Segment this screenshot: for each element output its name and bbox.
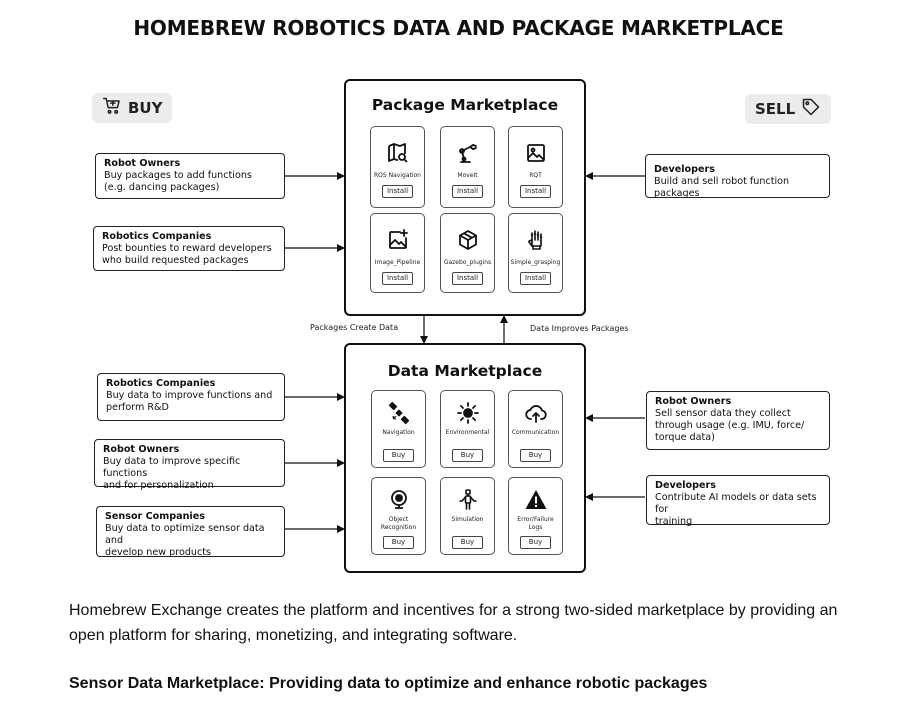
robot-arm-icon [441,141,494,165]
stakeholder-developers-data: Developers Contribute AI models or data … [646,475,830,527]
buy-button[interactable]: Buy [520,536,551,549]
stakeholder-robot-owners-data: Robot Owners Buy data to improve specifi… [94,439,285,491]
package-card-rqt: RQT Install [508,126,563,208]
price-tag-icon [801,97,821,121]
data-name: Environmental [445,429,490,436]
data-name: Object Recognition [380,516,417,531]
stakeholder-line: (e.g. dancing packages) [104,182,220,193]
stakeholder-line: Sell sensor data they collect [655,408,791,419]
webcam-icon [372,488,425,512]
stakeholder-heading: Developers [655,480,716,491]
data-name: Navigation [382,429,415,436]
sun-icon [441,401,494,425]
stakeholder-line: torque data) [655,432,715,443]
data-card-object-recognition: Object Recognition Buy [371,477,426,555]
buy-button[interactable]: Buy [452,536,483,549]
package-card-moveit: MoveIt Install [440,126,495,208]
diagram-title: HOMEBREW ROBOTICS DATA AND PACKAGE MARKE… [133,16,784,40]
data-name: Simulation [451,516,484,523]
stakeholder-line: Buy data to improve specific functions [103,456,241,479]
buy-button[interactable]: Buy [383,449,414,462]
stakeholder-heading: Robot Owners [103,444,180,455]
data-name: Error/Failure Logs [517,516,554,531]
stakeholder-line: perform R&D [106,402,169,413]
cart-icon [102,96,122,120]
package-name: ROS Navigation [374,172,421,179]
stakeholder-developers-package: Developers Build and sell robot function… [645,154,830,199]
data-card-error-failure-logs: Error/Failure Logs Buy [508,477,563,555]
stakeholder-heading: Developers [654,164,715,175]
image-frame-icon [509,141,562,165]
stakeholder-line: who build requested packages [102,255,249,266]
package-card-image-pipeline: Image_Pipeline Install [370,213,425,293]
data-marketplace: Data Marketplace Navigation Buy Environm… [344,343,586,573]
package-name: MoveIt [457,172,478,179]
stakeholder-line: Buy data to improve functions and [106,390,273,401]
sell-pill: SELL [745,94,832,124]
stakeholder-sensor-companies-data: Sensor Companies Buy data to optimize se… [96,506,285,558]
stakeholder-heading: Sensor Companies [105,511,205,522]
package-card-simple-grasping: Simple_grasping Install [508,213,563,293]
install-button[interactable]: Install [520,272,551,285]
package-marketplace: Package Marketplace ROS Navigation Insta… [344,79,586,316]
cube-icon [441,228,494,252]
stakeholder-line: through usage (e.g. IMU, force/ [655,420,805,431]
stakeholder-robotics-companies-data: Robotics Companies Buy data to improve f… [97,373,285,421]
package-name: RQT [529,172,542,179]
stakeholder-line: Post bounties to reward developers [102,243,272,254]
sensor-data-subheading: Sensor Data Marketplace: Providing data … [69,675,708,692]
stakeholder-line: develop new products [105,547,212,558]
data-marketplace-title: Data Marketplace [387,362,543,380]
package-marketplace-title: Package Marketplace [371,96,559,114]
stakeholder-robot-owners-package: Robot Owners Buy packages to add functio… [95,153,285,199]
stakeholder-line: Contribute AI models or data sets for [655,492,817,515]
install-button[interactable]: Install [520,185,551,198]
stakeholder-heading: Robotics Companies [102,231,212,242]
sell-label: SELL [755,100,796,118]
flow-label-packages-create-data: Packages Create Data [310,323,399,332]
description-paragraph: Homebrew Exchange creates the platform a… [69,602,838,644]
stakeholder-robot-owners-sell-data: Robot Owners Sell sensor data they colle… [646,391,830,450]
cloud-upload-icon [509,401,562,425]
package-name: Simple_grasping [510,259,561,266]
buy-button[interactable]: Buy [383,536,414,549]
install-button[interactable]: Install [452,272,483,285]
stakeholder-robotics-companies-package: Robotics Companies Post bounties to rewa… [93,226,285,271]
humanoid-icon [441,488,494,512]
map-search-icon [371,141,424,165]
robot-hand-icon [509,228,562,252]
stakeholder-heading: Robotics Companies [106,378,216,389]
data-card-simulation: Simulation Buy [440,477,495,555]
stakeholder-line: Buy packages to add functions [104,170,252,181]
stakeholder-heading: Robot Owners [104,158,181,169]
satellite-icon [372,401,425,425]
data-card-navigation: Navigation Buy [371,390,426,468]
data-name: Communication [511,429,560,436]
stakeholder-line: Build and sell robot function packages [654,176,790,199]
warning-icon [509,488,562,512]
image-add-icon [371,228,424,252]
package-card-gazebo-plugins: Gazebo_plugins Install [440,213,495,293]
data-card-environmental: Environmental Buy [440,390,495,468]
install-button[interactable]: Install [452,185,483,198]
package-name: Image_Pipeline [374,259,421,266]
stakeholder-heading: Robot Owners [655,396,732,407]
stakeholder-line: Buy data to optimize sensor data and [105,523,265,546]
package-card-ros-navigation: ROS Navigation Install [370,126,425,208]
install-button[interactable]: Install [382,185,413,198]
buy-button[interactable]: Buy [452,449,483,462]
flow-label-data-improves-packages: Data Improves Packages [530,324,629,333]
buy-button[interactable]: Buy [520,449,551,462]
buy-pill: BUY [92,93,173,123]
data-card-communication: Communication Buy [508,390,563,468]
install-button[interactable]: Install [382,272,413,285]
stakeholder-line: training [655,516,693,527]
buy-label: BUY [128,99,163,117]
package-name: Gazebo_plugins [443,259,492,266]
stakeholder-line: and for personalization [103,480,214,491]
